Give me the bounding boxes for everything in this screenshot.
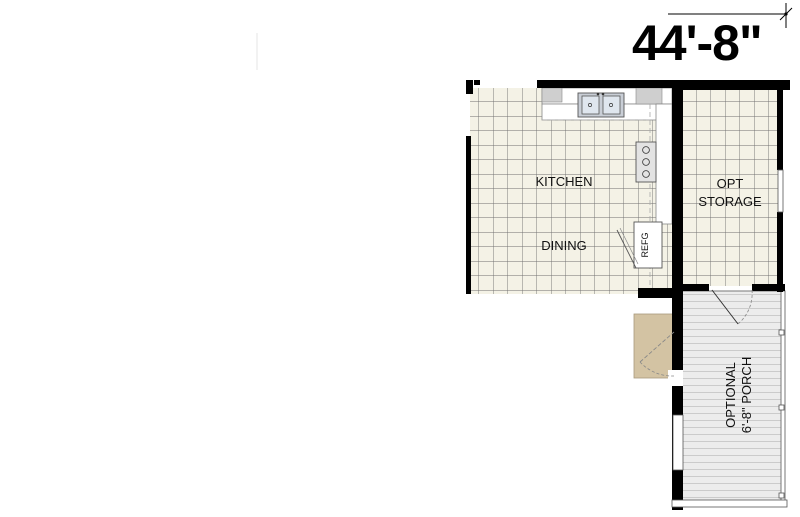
wall-segment <box>466 80 473 94</box>
post <box>778 492 785 499</box>
porch-label-line1: OPTIONAL <box>723 362 738 428</box>
counter-corner <box>635 87 663 105</box>
porch-window <box>672 414 684 471</box>
wall-segment <box>474 80 480 85</box>
wall-west <box>466 136 471 294</box>
refrigerator-icon: REFG <box>616 221 663 269</box>
double-sink-icon <box>577 92 625 118</box>
counter-side <box>655 103 673 225</box>
range-stove-icon <box>635 141 657 183</box>
porch-label-line2: 6'-8" PORCH <box>739 357 754 433</box>
wall-north <box>537 80 684 88</box>
dimension-line <box>668 3 793 28</box>
porch-edge <box>671 499 788 508</box>
wall-storage-north <box>683 80 790 90</box>
wall-storage-east <box>777 90 783 170</box>
wall-storage-south <box>683 284 709 291</box>
porch-deck <box>681 290 782 502</box>
refrigerator-label: REFG <box>640 232 650 257</box>
wall-storage-east <box>777 212 783 292</box>
post <box>778 329 785 336</box>
storage-door-icon <box>711 289 753 325</box>
overall-width-dimension: 44'-8" <box>632 15 763 71</box>
wall-storage-south <box>752 284 785 291</box>
storage-label-line1: OPT <box>717 176 744 191</box>
wall-gap <box>668 370 683 386</box>
kitchen-label: KITCHEN <box>535 174 592 189</box>
entry-door-icon <box>639 331 675 377</box>
storage-label-line2: STORAGE <box>698 194 762 209</box>
wall-central <box>672 80 683 510</box>
counter-corner <box>541 87 563 103</box>
storage-window <box>777 169 784 213</box>
dining-label: DINING <box>541 238 587 253</box>
storage-floor <box>682 90 778 286</box>
post <box>778 404 785 411</box>
porch-railing <box>780 290 786 502</box>
walls <box>466 80 790 510</box>
wall-south <box>638 288 672 298</box>
